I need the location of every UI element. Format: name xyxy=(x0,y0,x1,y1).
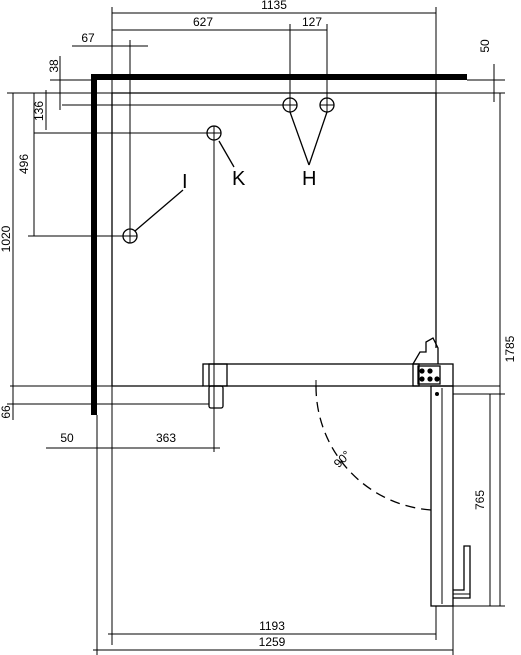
dim-top-627: 627 xyxy=(193,15,213,29)
hinge-pin-icon xyxy=(435,392,439,396)
hinge-inner xyxy=(417,365,441,385)
label-K: K xyxy=(232,168,246,190)
door-handle xyxy=(453,545,471,599)
tray-outline xyxy=(112,92,437,348)
hinge-screw-icon xyxy=(419,376,425,382)
dim-left-496: 496 xyxy=(17,154,31,174)
fixed-glass-panel xyxy=(202,363,420,387)
dim-bottom-50: 50 xyxy=(60,431,74,445)
hinge-screw-icon xyxy=(427,376,433,382)
label-I: I xyxy=(182,171,188,193)
panel-end-block xyxy=(208,363,228,387)
hinge-bracket xyxy=(412,337,439,365)
leader-I xyxy=(134,189,184,232)
label-H: H xyxy=(302,168,316,190)
dim-left-66: 66 xyxy=(0,405,13,419)
dim-top-127: 127 xyxy=(302,15,322,29)
dim-top-1135: 1135 xyxy=(261,0,287,12)
leader-H-right xyxy=(308,111,328,166)
dim-right-765: 765 xyxy=(473,490,487,510)
dim-bottom-1259: 1259 xyxy=(259,635,286,649)
dim-right-1785: 1785 xyxy=(503,335,517,362)
panel-foot xyxy=(208,385,224,409)
hinge-screw-icon xyxy=(419,368,425,374)
dim-left-136: 136 xyxy=(32,101,46,121)
hinge-screw-icon xyxy=(434,376,440,382)
leader-H-left xyxy=(289,111,310,166)
dim-top-67: 67 xyxy=(81,31,95,45)
fitting-H-right-icon xyxy=(319,97,335,113)
leader-K xyxy=(218,140,235,168)
dim-right-50: 50 xyxy=(478,39,492,53)
dim-bottom-1193: 1193 xyxy=(259,619,285,633)
dim-bottom-363: 363 xyxy=(156,431,176,445)
dim-left-1020: 1020 xyxy=(0,225,13,252)
top-wall xyxy=(91,74,467,80)
dim-left-38: 38 xyxy=(47,59,61,73)
left-wall xyxy=(91,74,97,415)
hinge-screw-icon xyxy=(427,368,433,374)
door-swing-arc xyxy=(315,385,432,511)
